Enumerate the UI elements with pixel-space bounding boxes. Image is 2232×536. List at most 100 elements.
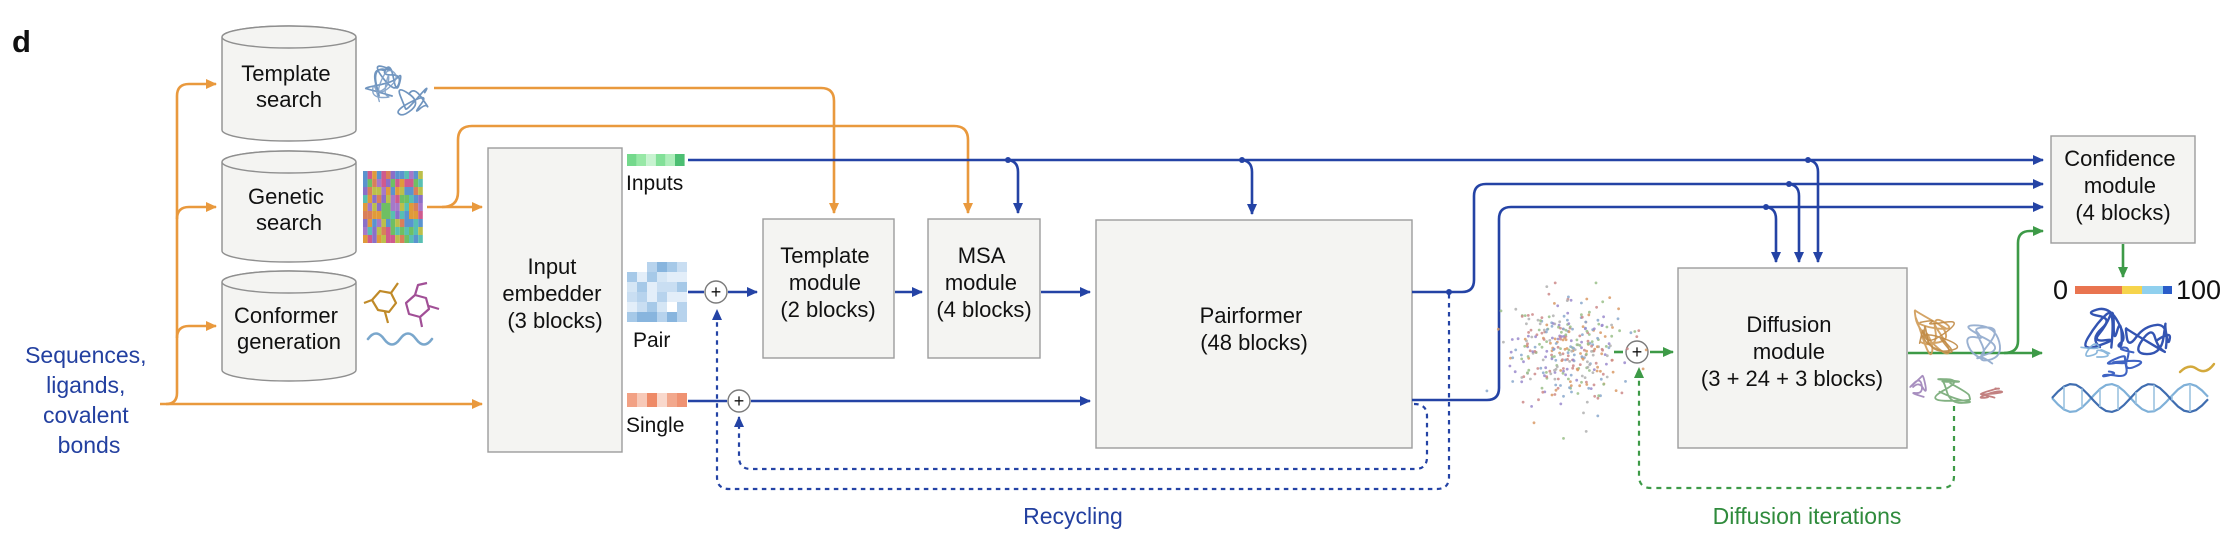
inputs-branch-to-msa-arrow (1005, 158, 1023, 214)
inputs-embedding-strip (627, 154, 685, 166)
noise-dot (1566, 358, 1569, 361)
msa-cell (386, 171, 391, 179)
pair-matrix-cell (657, 282, 667, 292)
noise-dot (1586, 365, 1590, 369)
noise-dot (1596, 414, 1600, 418)
noise-dot (1502, 340, 1505, 344)
msa-cell (367, 203, 373, 211)
noise-dot (1580, 355, 1584, 358)
panel-label: d (12, 24, 31, 59)
pair-matrix-cell (677, 272, 687, 282)
orange-input-flow-arrows (160, 79, 973, 409)
msa-cell (363, 235, 368, 243)
plus-sign: + (711, 282, 722, 302)
noise-dot (1585, 380, 1588, 384)
protein-ribbon (372, 69, 397, 103)
msa-cell (413, 235, 419, 243)
pair-matrix-cell (637, 292, 647, 302)
msa-cell (409, 171, 414, 179)
noise-dot (1562, 394, 1565, 398)
conformer-generation-label: Conformer generation (234, 303, 344, 354)
noise-dot (1534, 335, 1537, 339)
noise-dot (1595, 369, 1599, 373)
plus-sign: + (734, 391, 745, 411)
colorbar-segment (2122, 286, 2142, 294)
noise-dot (1551, 322, 1555, 325)
noise-dot (1571, 358, 1575, 362)
single-add-node: + (727, 389, 751, 413)
junction-dot (1805, 157, 1811, 163)
inputs-label: Inputs (626, 172, 683, 195)
noise-dot (1533, 372, 1537, 376)
noise-dot (1561, 352, 1565, 356)
msa-cell (409, 203, 414, 211)
msa-cell (386, 203, 391, 211)
pair-matrix-cell (657, 312, 667, 322)
noise-dot (1566, 318, 1569, 322)
msa-cell (390, 187, 396, 195)
msa-cell (381, 195, 386, 203)
msa-cell (386, 219, 391, 227)
noise-dot (1607, 346, 1611, 350)
noise-dot (1601, 372, 1605, 376)
noise-dot (1544, 366, 1548, 370)
msa-cell (418, 187, 423, 195)
noise-dot (1616, 317, 1620, 321)
noise-dot (1550, 324, 1554, 328)
noise-dot (1596, 336, 1599, 340)
noise-dot (1591, 353, 1595, 357)
noise-dot (1571, 364, 1575, 368)
noise-dot (1545, 330, 1548, 334)
noise-dot (1556, 377, 1560, 381)
pair-matrix-cell (657, 272, 667, 282)
noise-dot (1601, 300, 1605, 304)
noise-dot (1531, 350, 1535, 353)
noise-dot (1550, 357, 1554, 361)
noise-dot (1595, 345, 1599, 349)
msa-cell (413, 187, 419, 195)
input-sources-line: Sequences, (25, 342, 146, 368)
noise-dot (1548, 369, 1552, 373)
noise-dot (1559, 326, 1562, 330)
pair-matrix-cell (677, 292, 687, 302)
noise-dot (1560, 335, 1564, 338)
noise-dot (1554, 358, 1558, 362)
pair-matrix-cell (677, 312, 687, 322)
noise-dot (1600, 352, 1604, 356)
msa-cell (390, 235, 396, 243)
noise-dot (1564, 338, 1568, 342)
noise-dot (1590, 344, 1593, 348)
msa-cell (386, 227, 391, 235)
junction-dot (1763, 204, 1769, 210)
noise-dot (1543, 374, 1546, 378)
pair-matrix-cell (627, 312, 637, 322)
noise-dot (1603, 335, 1607, 338)
msa-cell (404, 187, 409, 195)
noise-dot (1585, 352, 1588, 356)
pair-matrix-cell (647, 272, 657, 282)
msa-cell (395, 227, 400, 235)
protein-loop (2080, 343, 2111, 358)
pair-label: Pair (633, 329, 670, 352)
noise-dot (1550, 393, 1554, 397)
msa-cell (395, 235, 400, 243)
protein-helix (2124, 322, 2172, 356)
recycling-label: Recycling (1023, 503, 1123, 529)
msa-cell (390, 195, 396, 203)
msa-cell (404, 195, 409, 203)
msa-cell (413, 203, 419, 211)
gold-strand (2178, 362, 2216, 374)
noise-dot (1580, 315, 1584, 319)
pair-matrix-cell (667, 292, 677, 302)
noise-dot (1509, 350, 1513, 354)
pair-matrix-cell (667, 282, 677, 292)
noise-dot (1536, 318, 1540, 322)
noise-dot (1565, 367, 1569, 371)
pair-bus-branch-to-diffusion-arrow (1786, 182, 1804, 263)
msa-cell (395, 179, 400, 187)
blue-flow-arrows (688, 155, 2044, 406)
noise-dot (1530, 405, 1533, 408)
pair-matrix-cell (637, 312, 647, 322)
input-sources-line: bonds (58, 432, 121, 458)
plus-sign: + (1632, 342, 1643, 362)
